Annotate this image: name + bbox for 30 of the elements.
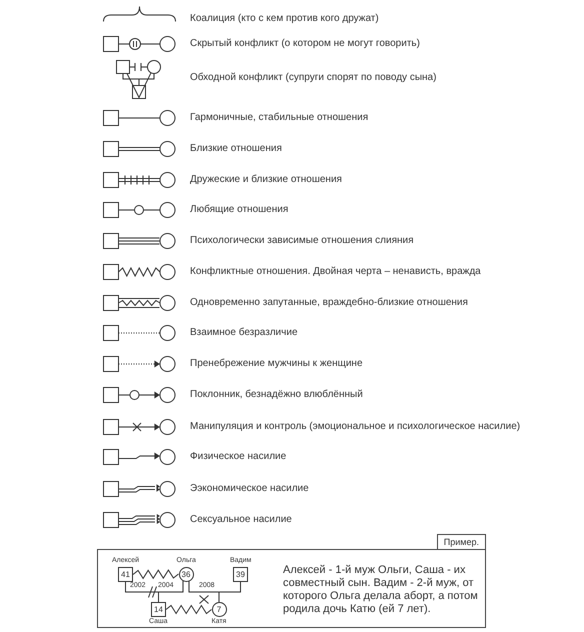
- legend-label: Конфликтные отношения. Двойная черта – ненависть, вражда: [190, 266, 481, 278]
- person-square: 14: [151, 602, 166, 617]
- legend-label: Психологически зависимые отношения слияния: [190, 235, 414, 247]
- zigzag-line: [132, 569, 179, 580]
- description-text: Алексей - 1-й муж Ольги, Саша - их совместный сын. Вадим - 2-й муж, от которого Ольга делала аборт, а потом родила дочь Катю (ей 7 лет).: [283, 564, 478, 616]
- legend-label: Обходной конфликт (супруги спорят по поводу сына): [190, 72, 436, 84]
- legend-label: Поклонник, безнадёжно влюблённый: [190, 389, 363, 401]
- legend-label: Скрытый конфликт (о котором не могут говорить): [190, 38, 420, 50]
- legend-label: Сексуальное насилие: [190, 514, 292, 526]
- legend-label: Пренебрежение мужчины к женщине: [190, 358, 363, 370]
- connector-line: [158, 592, 159, 602]
- legend-label: Близкие отношения: [190, 143, 282, 155]
- legend-label: Гармоничные, стабильные отношения: [190, 112, 368, 124]
- person-square: 39: [233, 567, 248, 582]
- legend-label: Любящие отношения: [190, 204, 288, 216]
- person-circle: 36: [178, 566, 194, 582]
- connector-line: [188, 580, 241, 592]
- zigzag-line: [166, 604, 212, 614]
- connector-line: [218, 592, 220, 602]
- person-circle: 7: [212, 602, 226, 617]
- legend-label: Одновременно запутанные, враждебно-близкие отношения: [190, 297, 468, 309]
- connector-line: [125, 580, 184, 592]
- example-tab: Пример.: [436, 534, 486, 549]
- legend-label: Взаимное безразличие: [190, 327, 298, 339]
- person-square: 41: [118, 567, 133, 582]
- legend-label: Физическое насилие: [190, 451, 286, 463]
- legend-label: Дружеские и близкие отношения: [190, 174, 342, 186]
- legend-label: Ээкономическое насилие: [190, 483, 309, 495]
- legend-label: Манипуляция и контроль (эмоциональное и психологическое насилие): [190, 421, 520, 433]
- legend-label: Коалиция (кто с кем против кого дружат): [190, 13, 379, 25]
